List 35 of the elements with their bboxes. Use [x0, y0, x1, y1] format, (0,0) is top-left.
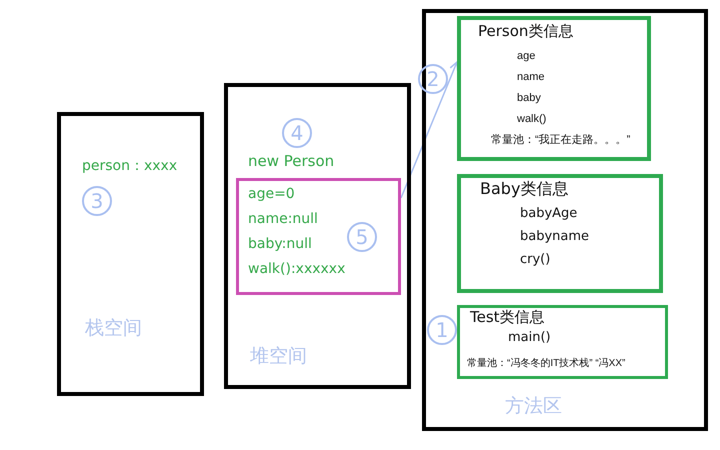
member-text: cry() — [520, 253, 550, 268]
class-info-box — [457, 16, 651, 161]
member-text: main() — [508, 331, 551, 346]
constant-pool-text: 常量池：“冯冬冬的IT技术栈” “冯XX” — [467, 358, 626, 370]
member-text: babyAge — [520, 207, 578, 222]
method-area-box — [422, 9, 708, 431]
field-text: age=0 — [248, 186, 295, 202]
step-number: 4 — [282, 118, 312, 148]
object-label: new Person — [248, 153, 334, 170]
class-title: Test类信息 — [470, 309, 545, 326]
constant-pool-text: 常量池：“我正在走路。。。” — [491, 134, 630, 147]
member-text: babyname — [520, 230, 590, 245]
region-label: 堆空间 — [250, 346, 307, 368]
class-info-box — [457, 174, 663, 293]
step-number: 3 — [82, 186, 112, 216]
variable-text: person：xxxx — [82, 158, 178, 174]
step-number: 5 — [347, 222, 377, 252]
region-label: 方法区 — [505, 396, 562, 418]
field-text: baby:null — [248, 236, 312, 252]
region-label: 栈空间 — [85, 318, 142, 340]
step-number: 1 — [427, 315, 457, 345]
object-fields-box — [236, 178, 401, 295]
member-text: name — [517, 71, 545, 84]
member-text: walk() — [517, 113, 546, 126]
class-title: Baby类信息 — [480, 180, 568, 198]
step-number: 2 — [418, 64, 448, 94]
stack-region-box — [57, 112, 204, 396]
class-title: Person类信息 — [478, 23, 574, 40]
member-text: age — [517, 50, 536, 63]
heap-region-box — [224, 83, 411, 389]
field-text: walk():xxxxxx — [248, 261, 346, 278]
arrow — [400, 61, 458, 198]
member-text: baby — [517, 92, 541, 105]
field-text: name:null — [248, 211, 318, 228]
class-info-box — [457, 305, 668, 379]
